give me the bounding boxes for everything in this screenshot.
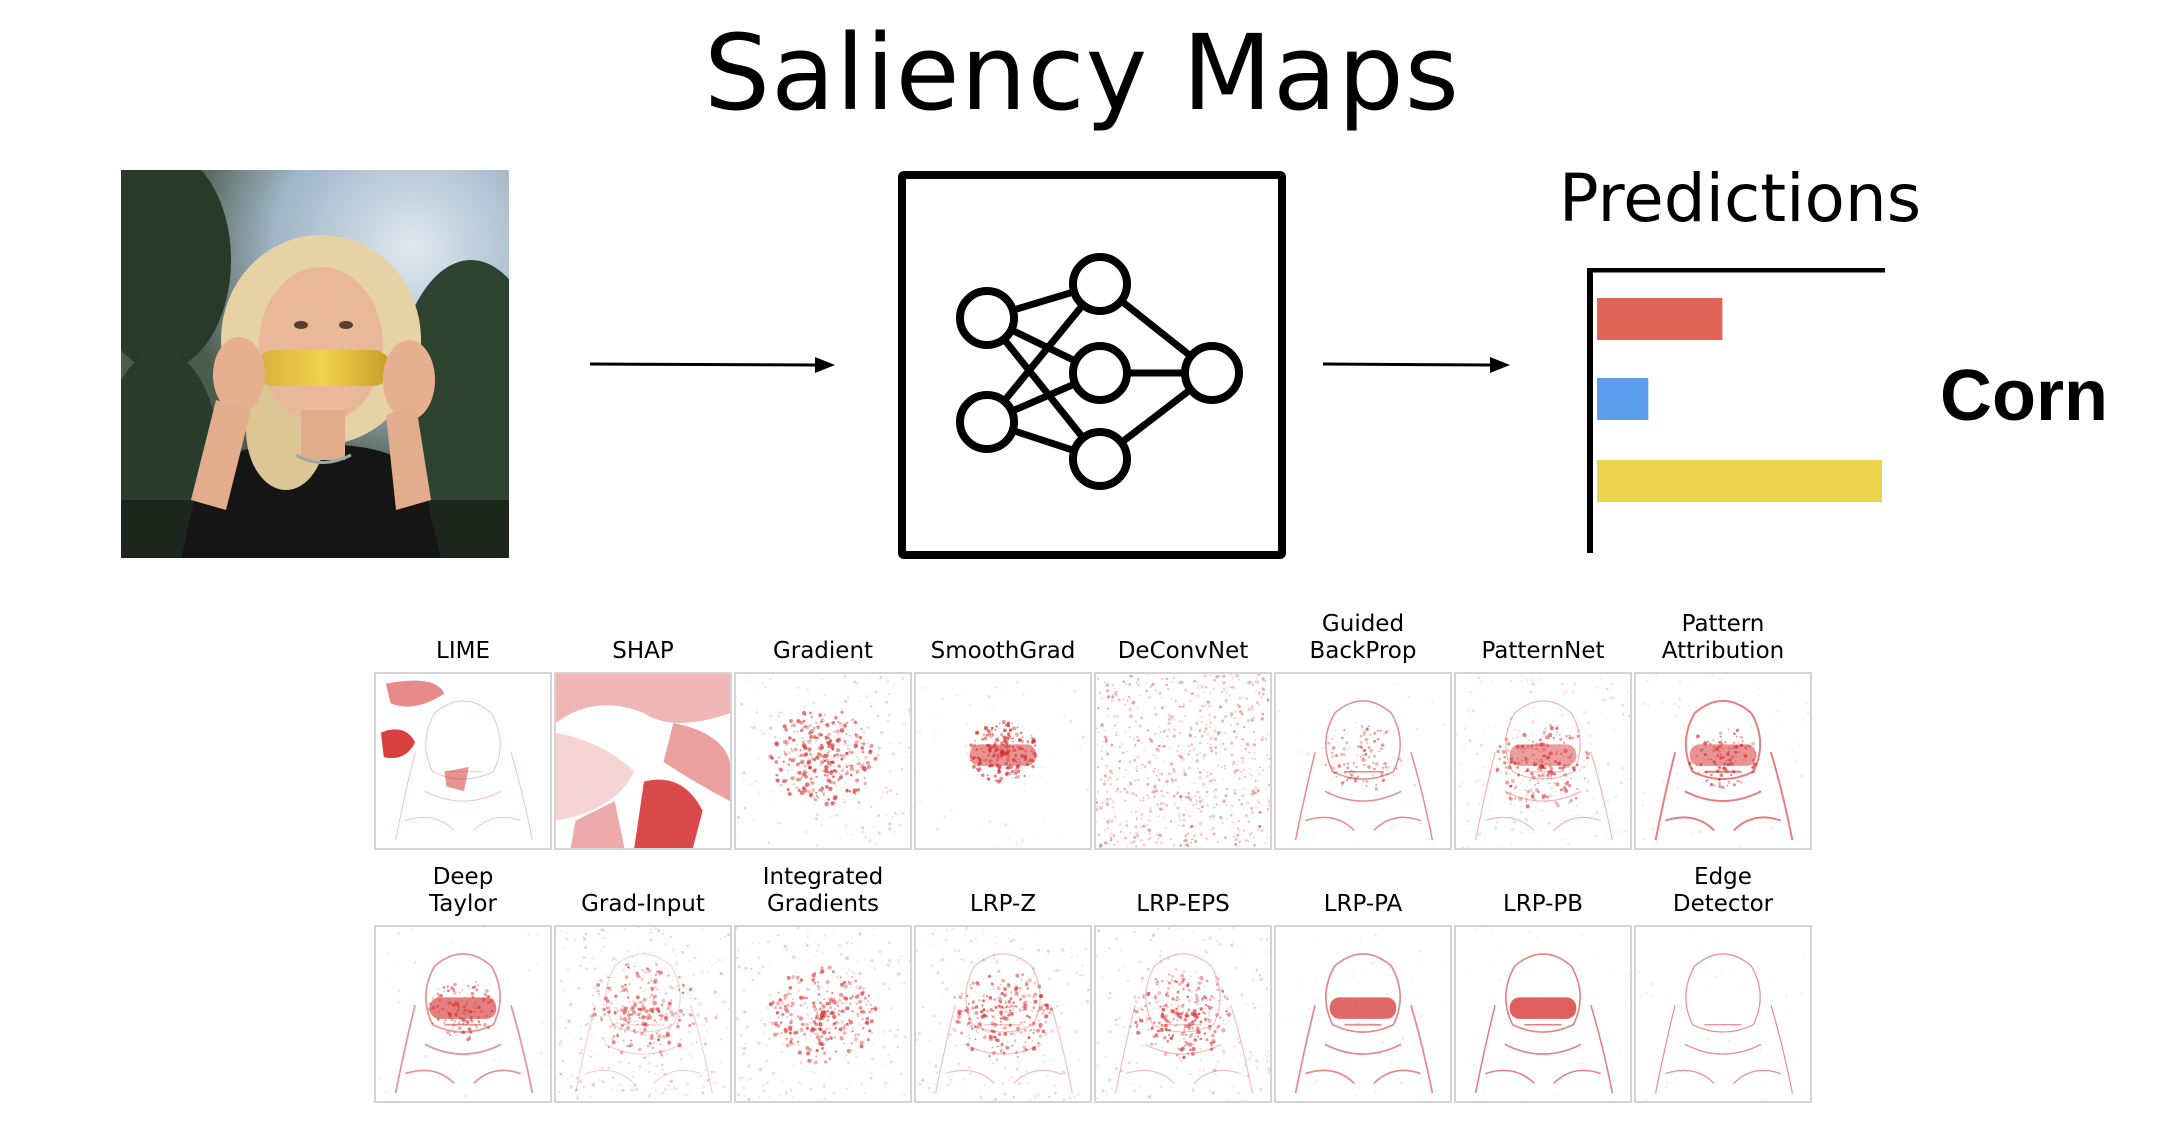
- saliency-map: [554, 925, 732, 1103]
- top-prediction-label: Corn: [1940, 356, 2108, 436]
- method-label: Grad-Input: [581, 891, 705, 917]
- diagram-title: Saliency Maps: [704, 12, 1460, 134]
- method-label: SmoothGrad: [930, 638, 1076, 664]
- saliency-map: [1094, 925, 1272, 1103]
- saliency-map: [1454, 672, 1632, 850]
- arrow-model-to-predictions: [1322, 362, 1491, 367]
- method-label: Edge Detector: [1672, 864, 1774, 917]
- method-label: LRP-PB: [1502, 891, 1584, 917]
- arrowhead-icon: [815, 357, 835, 373]
- saliency-map: [374, 672, 552, 850]
- saliency-map: [1274, 672, 1452, 850]
- predictions-title: Predictions: [1558, 160, 1922, 237]
- method-label: LIME: [436, 638, 490, 664]
- method-label: LRP-Z: [969, 891, 1037, 917]
- saliency-map: [374, 925, 552, 1103]
- model-box: [898, 171, 1286, 559]
- saliency-map: [734, 925, 912, 1103]
- method-label: SHAP: [612, 638, 674, 664]
- method-label: Gradient: [772, 638, 874, 664]
- input-photo: [121, 170, 509, 558]
- method-label: LRP-EPS: [1136, 891, 1230, 917]
- prediction-bar: [1597, 378, 1649, 420]
- method-label: Guided BackProp: [1309, 611, 1417, 664]
- saliency-map: [914, 672, 1092, 850]
- saliency-map: [1274, 925, 1452, 1103]
- arrowhead-icon: [1490, 357, 1510, 373]
- method-label: Pattern Attribution: [1661, 611, 1785, 664]
- prediction-bar: [1597, 298, 1723, 340]
- saliency-map: [1634, 925, 1812, 1103]
- method-label: Deep Taylor: [429, 864, 497, 917]
- neural-network-icon: [956, 253, 1243, 490]
- method-label: DeConvNet: [1117, 638, 1249, 664]
- arrow-input-to-model: [589, 362, 816, 367]
- method-label: Integrated Gradients: [762, 864, 884, 917]
- saliency-map: [734, 672, 912, 850]
- saliency-map: [914, 925, 1092, 1103]
- prediction-bar: [1597, 460, 1882, 502]
- saliency-map: [554, 672, 732, 850]
- method-label: PatternNet: [1481, 638, 1605, 664]
- saliency-map: [1094, 672, 1272, 850]
- predictions-bar-chart: [1587, 268, 1885, 553]
- method-label: LRP-PA: [1323, 891, 1403, 917]
- saliency-map: [1454, 925, 1632, 1103]
- saliency-map: [1634, 672, 1812, 850]
